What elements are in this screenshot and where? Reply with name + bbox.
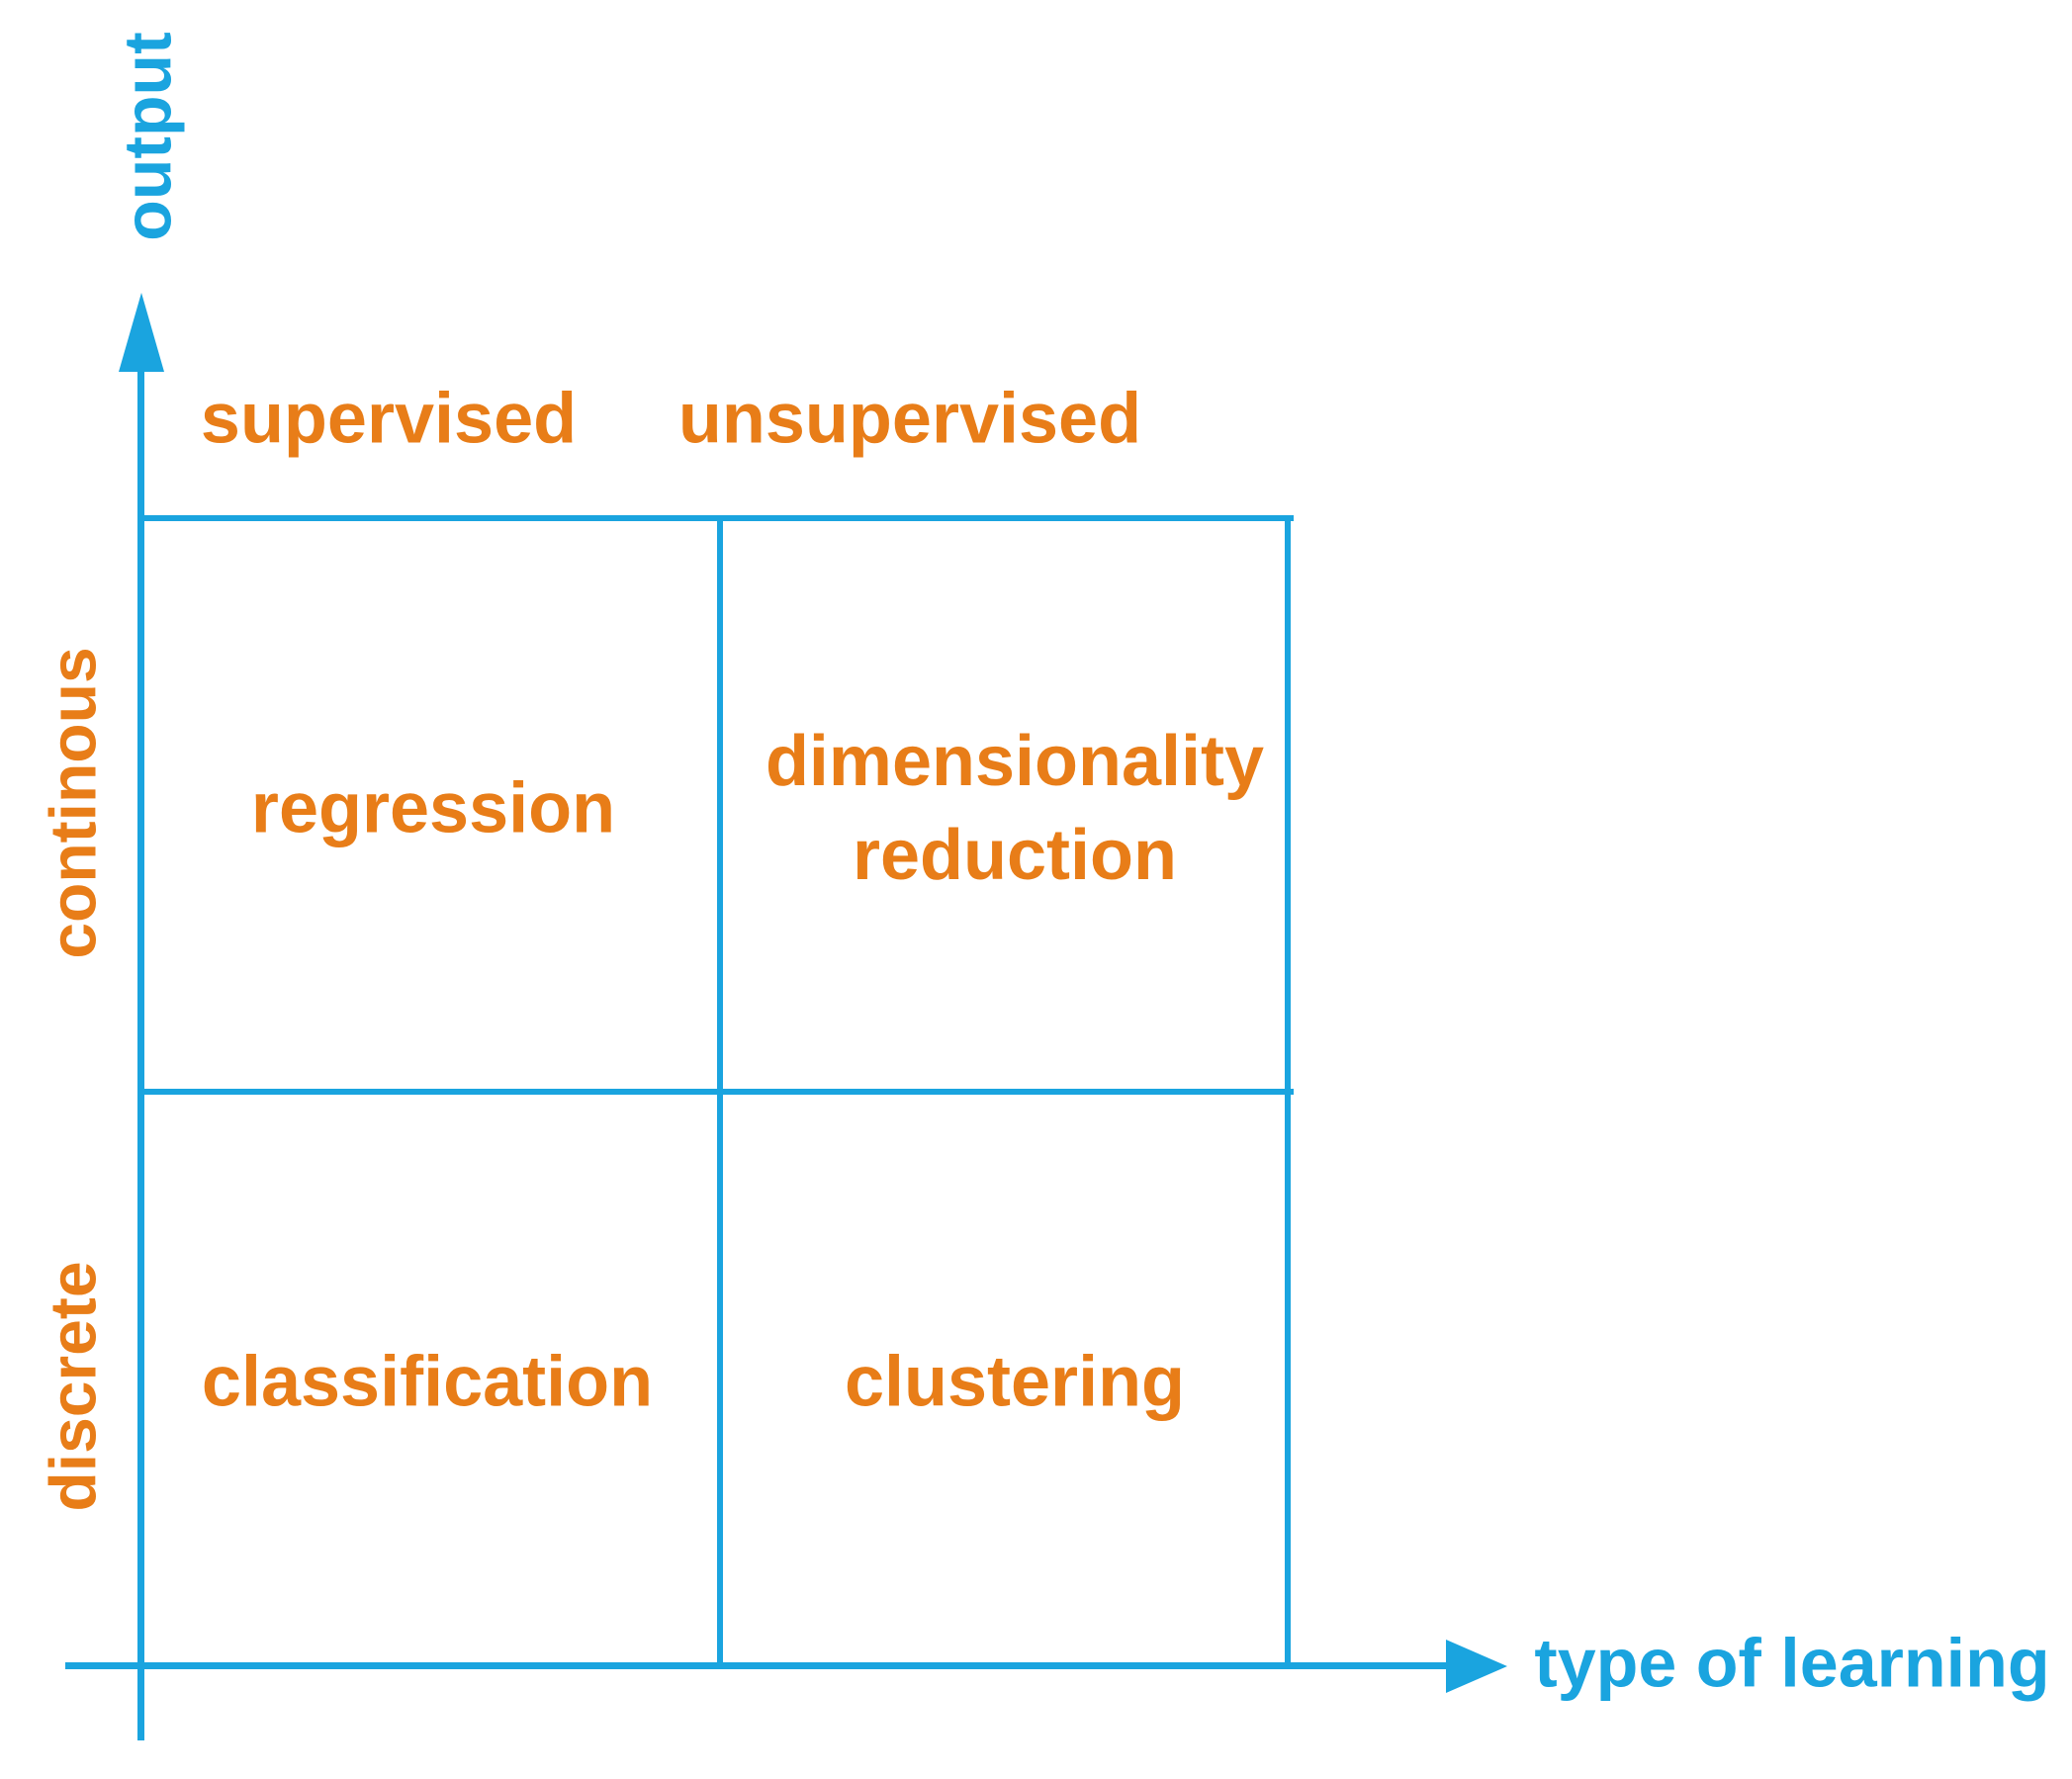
- row-label-discrete: discrete: [36, 1261, 110, 1512]
- grid-line-middle-vertical: [717, 518, 723, 1665]
- cell-label-dimensionality-reduction: dimensionality reduction: [765, 721, 1265, 895]
- x-axis-label: type of learning: [1534, 1624, 2050, 1702]
- y-axis-label: output: [110, 32, 186, 241]
- x-axis-line: [65, 1662, 1452, 1669]
- cell-label-clustering: clustering: [844, 1342, 1186, 1422]
- row-label-continous: continous: [36, 647, 110, 959]
- grid-line-right: [1285, 518, 1291, 1668]
- x-axis-arrowhead-icon: [1446, 1640, 1507, 1693]
- column-header-unsupervised: unsupervised: [677, 379, 1142, 459]
- y-axis-arrowhead-icon: [119, 293, 164, 372]
- cell-label-regression: regression: [250, 768, 616, 848]
- y-axis-line: [137, 351, 144, 1740]
- cell-label-classification: classification: [201, 1342, 654, 1422]
- column-header-supervised: supervised: [200, 379, 578, 459]
